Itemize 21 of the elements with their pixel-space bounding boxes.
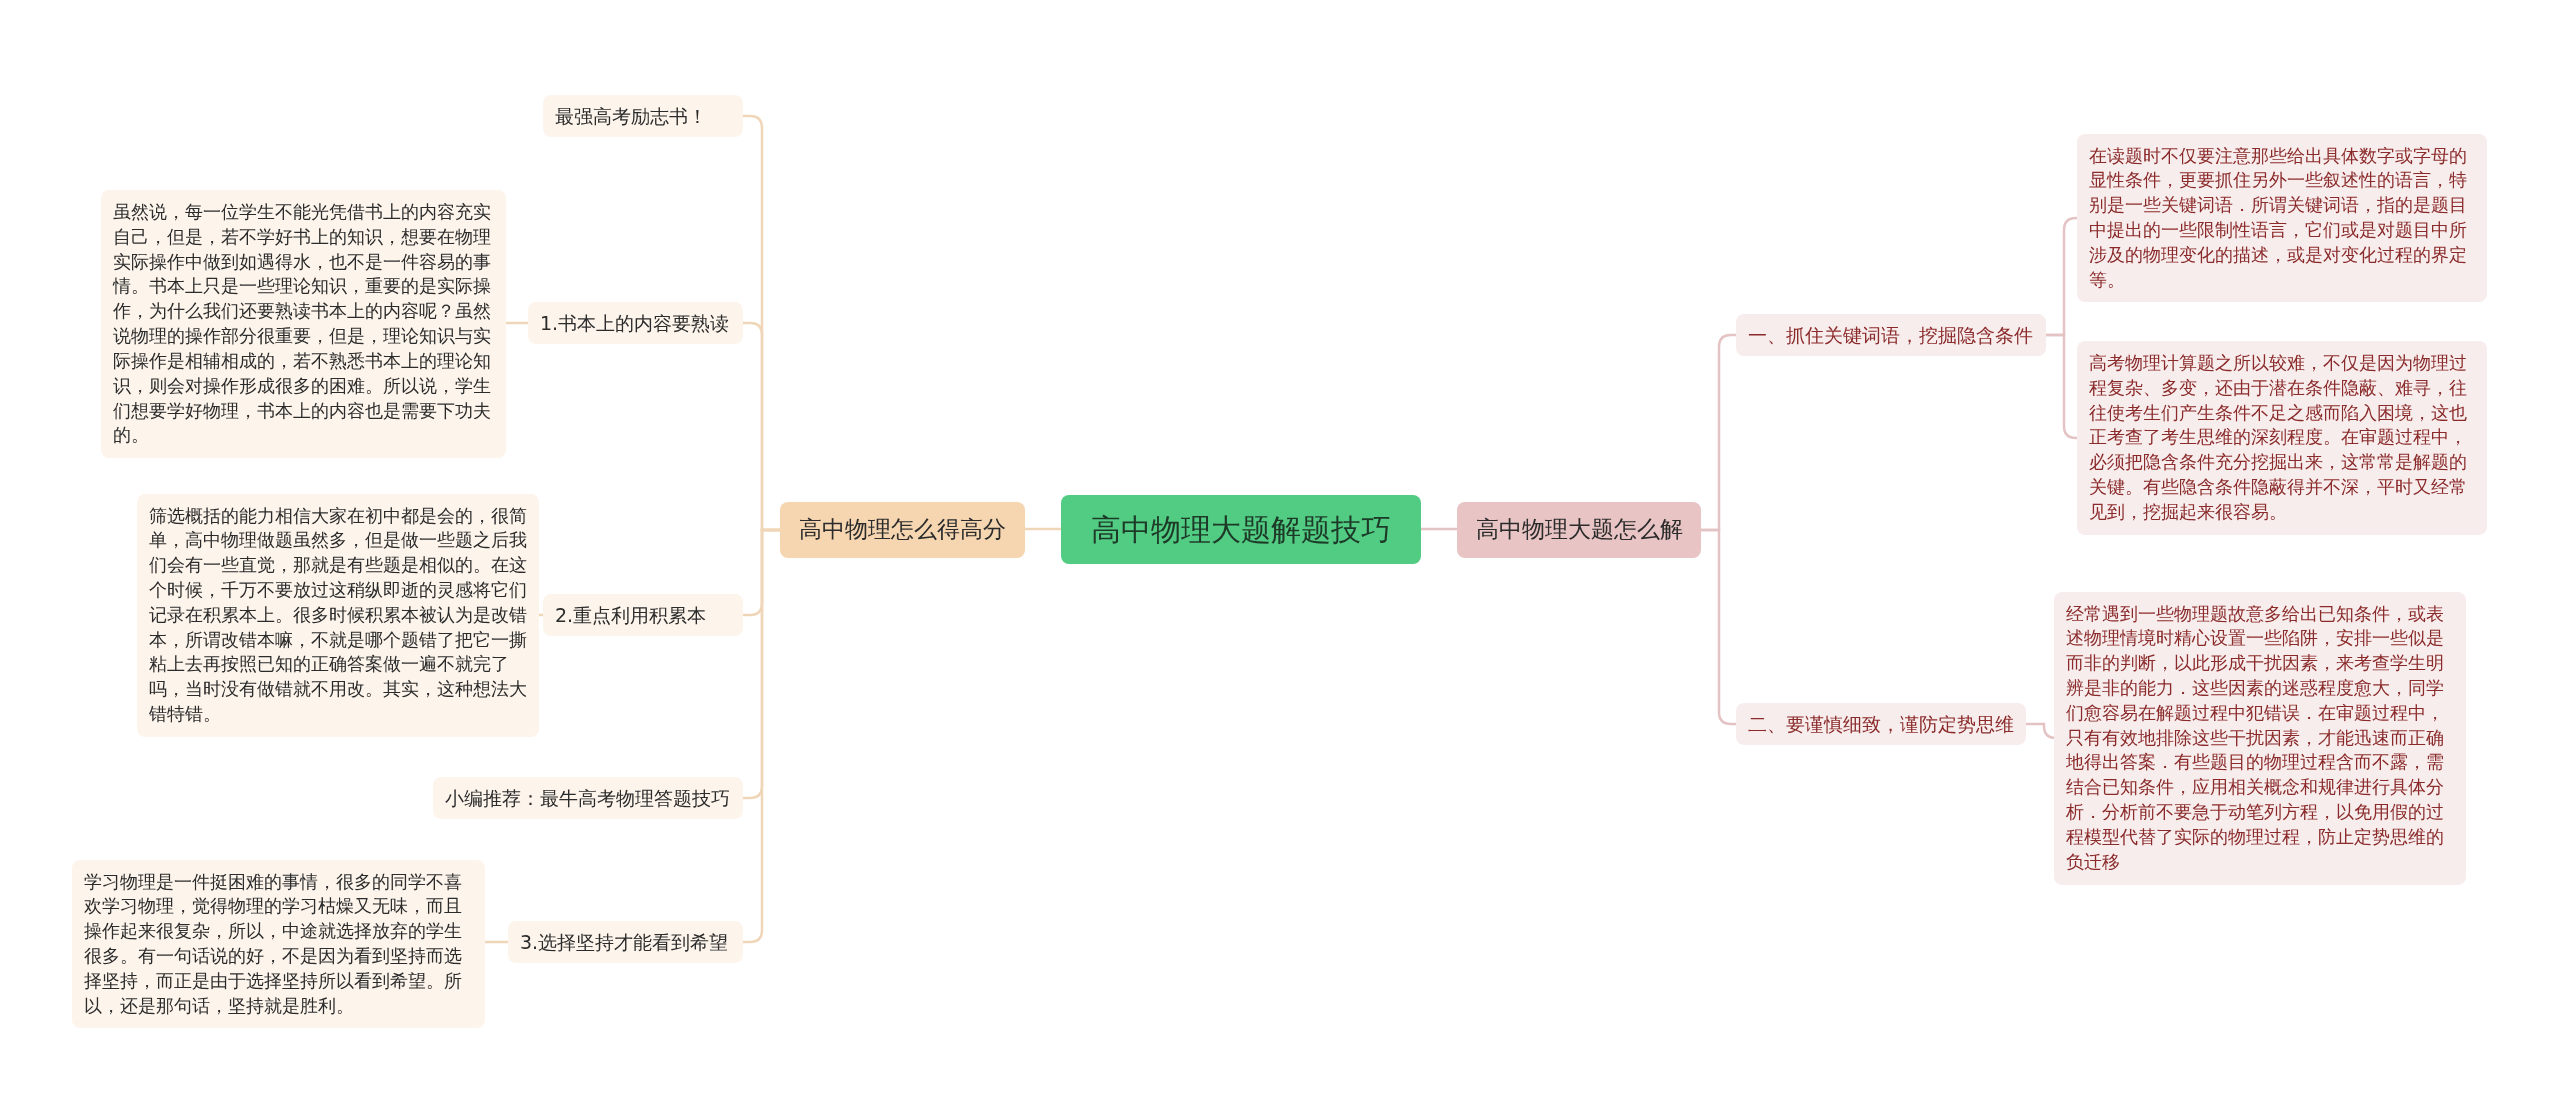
subtopic: 最强高考励志书！ <box>543 95 743 138</box>
branch-topic: 高中物理怎么得高分 <box>780 502 1025 558</box>
subtopic: 小编推荐：最牛高考物理答题技巧 <box>433 777 743 820</box>
detail-note: 经常遇到一些物理题故意多给出已知条件，或表述物理情境时精心设置一些陷阱，安排一些似是而非的判断，以此形成干扰因素，来考查学生明辨是非的能力．这些因素的迷惑程度愈大，同学们愈容易在解题过程中犯错误．在审题过程中，只有有效地排除这些干扰因素，才能迅速而正确地得出答案．有些题目的物理过程含而不露，需结合已知条件，应用相关概念和规律进行具体分析．分析前不要急于动笔列方程，以免用假的过程模型代替了实际的物理过程，防止定势思维的负迁移 <box>2054 591 2466 885</box>
branch-topic: 高中物理大题怎么解 <box>1457 502 1701 558</box>
detail-note: 虽然说，每一位学生不能光凭借书上的内容充实自己，但是，若不学好书上的知识，想要在物理实际操作中做到如遇得水，也不是一件容易的事情。书本上只是一些理论知识，重要的是实际操作，为什么我们还要熟读书本上的内容呢？虽然说物理的操作部分很重要，但是，理论知识与实际操作是相辅相成的，若不熟悉书本上的理论知识，则会对操作形成很多的困难。所以说，学生们想要学好物理，书本上的内容也是需要下功夫的。 <box>101 190 506 459</box>
subtopic: 二、要谨慎细致，谨防定势思维 <box>1736 703 2026 746</box>
subtopic: 3.选择坚持才能看到希望 <box>508 921 743 964</box>
detail-note: 筛选概括的能力相信大家在初中都是会的，很简单，高中物理做题虽然多，但是做一些题之后我们会有一些直觉，那就是有些题是相似的。在这个时候，千万不要放过这稍纵即逝的灵感将它们记录在积累本上。很多时候积累本被认为是改错本，所谓改错本嘛，不就是哪个题错了把它一撕粘上去再按照已知的正确答案做一遍不就完了吗，当时没有做错就不用改。其实，这种想法大错特错。 <box>137 493 539 737</box>
central-topic: 高中物理大题解题技巧 <box>1061 494 1421 564</box>
detail-note: 学习物理是一件挺困难的事情，很多的同学不喜欢学习物理，觉得物理的学习枯燥又无味，而且操作起来很复杂，所以，中途就选择放弃的学生很多。有一句话说的好，不是因为看到坚持而选择坚持，而正是由于选择坚持所以看到希望。所以，还是那句话，坚持就是胜利。 <box>72 859 485 1029</box>
connector-line <box>2046 333 2078 440</box>
subtopic: 1.书本上的内容要熟读 <box>528 302 743 345</box>
connector-line <box>485 940 508 944</box>
detail-note: 在读题时不仅要注意那些给出具体数字或字母的显性条件，更要抓住另外一些叙述性的语言，特别是一些关键词语．所谓关键词语，指的是题目中提出的一些限制性语言，它们或是对题目中所涉及的物理变化的描述，或是对变化过程的界定等。 <box>2077 133 2487 303</box>
subtopic: 2.重点利用积累本 <box>543 594 743 637</box>
connector-line <box>506 321 528 325</box>
subtopic: 一、抓住关键词语，挖掘隐含条件 <box>1736 314 2046 357</box>
connector-line <box>1025 527 1061 531</box>
connector-line <box>1421 527 1457 531</box>
detail-note: 高考物理计算题之所以较难，不仅是因为物理过程复杂、多变，还由于潜在条件隐蔽、难寻，往往使考生们产生条件不足之感而陷入困境，这也正考查了考生思维的深刻程度。在审题过程中，必须把隐含条件充分挖掘出来，这常常是解题的关键。有些隐含条件隐蔽得并不深，平时又经常见到，挖掘起来很容易。 <box>2077 341 2487 535</box>
